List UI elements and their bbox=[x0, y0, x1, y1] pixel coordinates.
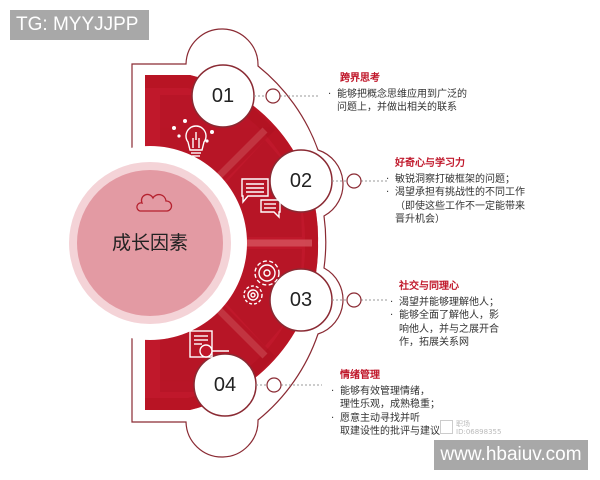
factor-item-cont: 取建设性的批评与建议 bbox=[340, 426, 440, 437]
factor-item-cont: 问题上，并做出相关的联系 bbox=[337, 102, 457, 113]
watermark-top: TG: MYYJJPP bbox=[10, 10, 149, 40]
factor-desc-2: 好奇心与学习力 敏锐洞察打破框架的问题； 渴望承担有挑战性的不同工作 （即使这些… bbox=[386, 157, 525, 227]
factor-number-3: 03 bbox=[289, 289, 313, 311]
chat-bubbles-icon bbox=[241, 178, 281, 219]
factor-item-cont: 理性乐观，成熟稳重； bbox=[340, 399, 440, 410]
factor-item-cont: 响他人，并与之展开合 bbox=[399, 323, 499, 335]
factor-desc-3: 社交与同理心 渴望并能够理解他人； 能够全面了解他人，影 响他人，并与之展开合 … bbox=[390, 280, 499, 350]
cloud-icon bbox=[136, 193, 173, 212]
connector-dot-4 bbox=[266, 377, 282, 393]
factor-item-cont: 作，拓展关系网 bbox=[399, 337, 469, 348]
factor-item: 渴望并能够理解他人； bbox=[390, 296, 499, 310]
factor-title: 社交与同理心 bbox=[399, 281, 459, 292]
small-logo-icon bbox=[440, 420, 453, 434]
factor-item: 愿意主动寻找并听 bbox=[331, 412, 440, 426]
small-watermark-line2: ID:06898355 bbox=[456, 428, 502, 436]
lightbulb-icon bbox=[172, 119, 214, 157]
factor-item: 敏锐洞察打破框架的问题； bbox=[386, 173, 525, 187]
factor-item-cont: （即使这些工作不一定能带来 bbox=[395, 200, 525, 212]
small-watermark-line1: 职场 bbox=[456, 420, 470, 428]
center-circle bbox=[77, 170, 223, 316]
factor-item: 渴望承担有挑战性的不同工作 bbox=[386, 186, 525, 200]
factor-title: 跨界思考 bbox=[340, 73, 380, 84]
factor-item: 能够全面了解他人，影 bbox=[390, 309, 499, 323]
factor-number-1: 01 bbox=[211, 85, 235, 107]
factor-item-cont: 晋升机会） bbox=[395, 214, 445, 225]
connector-dot-3 bbox=[346, 292, 362, 308]
small-watermark: 职场 ID:06898355 bbox=[456, 420, 501, 436]
factor-item: 能够把概念思维应用到广泛的 bbox=[328, 88, 467, 102]
number-circles bbox=[191, 64, 333, 417]
factor-desc-4: 情绪管理 能够有效管理情绪， 理性乐观，成熟稳重； 愿意主动寻找并听 取建设性的… bbox=[331, 369, 440, 439]
connector-dot-2 bbox=[346, 173, 362, 189]
factor-number-2: 02 bbox=[289, 170, 313, 192]
factor-title: 好奇心与学习力 bbox=[395, 158, 465, 169]
center-label: 成长因素 bbox=[111, 232, 188, 254]
factor-item: 能够有效管理情绪， bbox=[331, 385, 440, 399]
factor-number-4: 04 bbox=[213, 374, 237, 396]
factor-title: 情绪管理 bbox=[340, 370, 380, 381]
gears-icon bbox=[243, 260, 280, 305]
document-search-icon bbox=[189, 330, 229, 358]
factor-desc-1: 跨界思考 能够把概念思维应用到广泛的 问题上，并做出相关的联系 bbox=[328, 72, 467, 115]
connectors bbox=[254, 95, 388, 386]
connector-dot-1 bbox=[265, 88, 281, 104]
watermark-bottom: www.hbaiuv.com bbox=[434, 440, 588, 470]
